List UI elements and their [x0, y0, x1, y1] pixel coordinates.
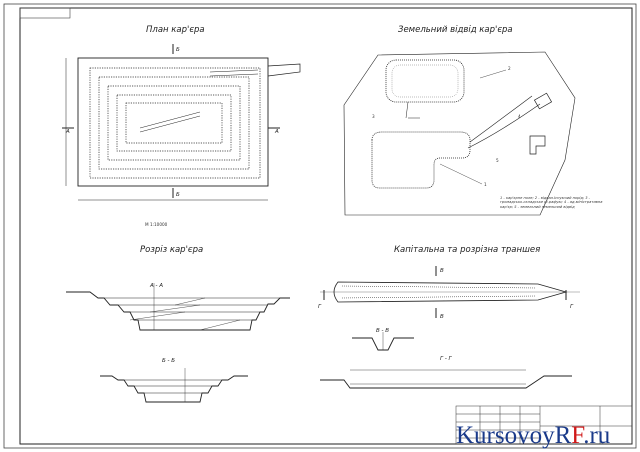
plan-cut-a-left: А	[65, 129, 70, 135]
land-allotment-view	[343, 51, 576, 216]
trench-section-vv-label: В - В	[376, 328, 389, 334]
trench-plan	[320, 266, 580, 318]
plan-cut-a-right: А	[274, 129, 279, 135]
trench-cut-g-left: Г	[318, 304, 322, 310]
dump-label-1: 1	[484, 182, 487, 187]
trench-title: Капітальна та розрізна траншея	[394, 245, 540, 255]
trench-section-vv	[352, 332, 414, 351]
watermark: KursovoyRF.ru	[456, 422, 611, 449]
section-aa	[66, 283, 290, 331]
section-title: Розріз кар'єра	[140, 245, 203, 255]
trench-cut-g-right: Г	[570, 304, 574, 310]
trench-section-gg-label: Г - Г	[440, 356, 453, 362]
plan-cut-b-bottom: Б	[176, 192, 180, 198]
section-bb	[100, 368, 248, 403]
dump-label-5: 5	[496, 158, 499, 163]
plan-cut-b-top: Б	[176, 47, 180, 53]
section-bb-label: Б - Б	[162, 358, 175, 364]
inner-frame	[19, 7, 633, 445]
dump-label-2: 2	[508, 66, 511, 71]
dump-title: Земельний відвід кар'єра	[398, 25, 513, 35]
trench-cut-v-bottom: В	[440, 314, 444, 320]
dump-legend-box: 1 - кар'єрне поле; 2 - відвал.Існуючий п…	[500, 196, 603, 209]
dump-label-3: 3	[372, 114, 375, 119]
dump-legend: 1 - кар'єрне поле; 2 - відвал.Існуючий п…	[500, 196, 603, 209]
plan-scale: М 1:10000	[145, 222, 168, 227]
title-block	[455, 405, 633, 445]
plan-view	[62, 44, 301, 201]
corner-stamp	[19, 7, 71, 19]
trench-section-gg	[320, 369, 572, 389]
dump-label-4: 4	[518, 114, 521, 119]
section-aa-label: А - А	[149, 283, 163, 289]
outer-frame	[3, 3, 637, 449]
plan-title: План кар'єра	[146, 25, 205, 35]
trench-cut-v-top: В	[440, 268, 444, 274]
